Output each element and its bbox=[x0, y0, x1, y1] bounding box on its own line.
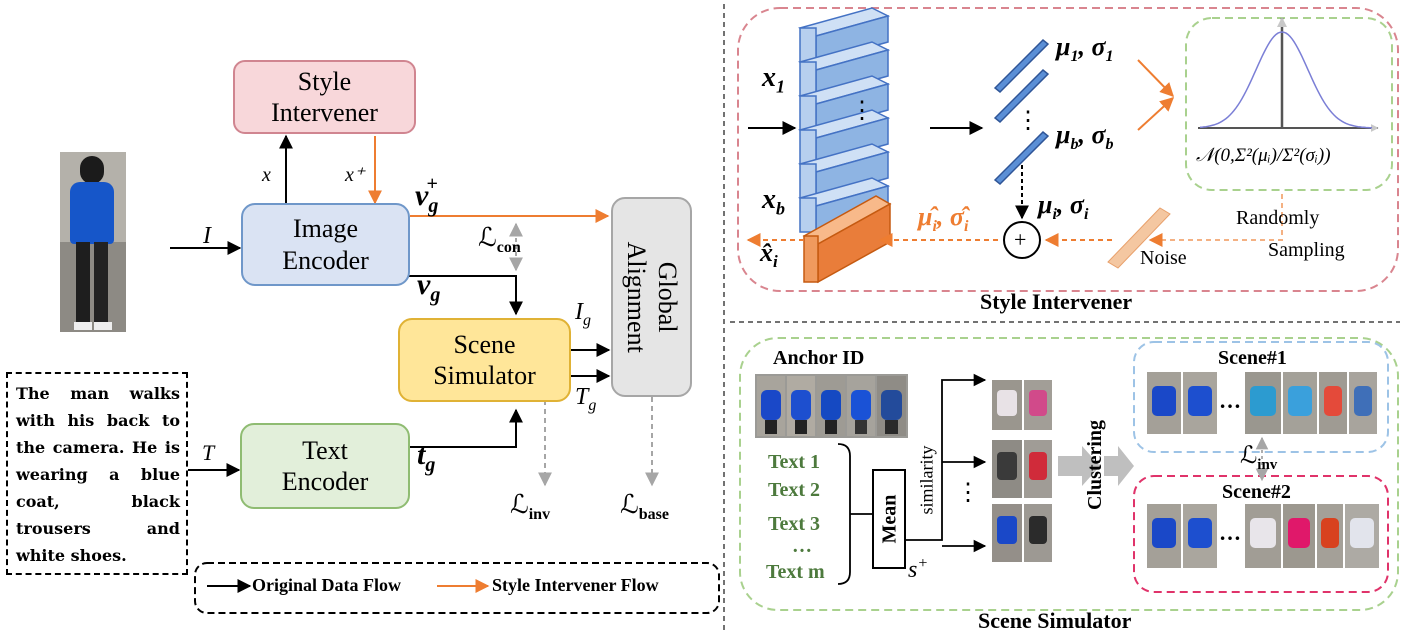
randomly-label: Randomly bbox=[1236, 207, 1320, 229]
image-encoder-line2: Encoder bbox=[282, 245, 369, 275]
label-vg-plus: vg+ bbox=[415, 173, 439, 217]
label-mu1-sigma1: μ1, σ1 bbox=[1056, 32, 1114, 66]
text-1-label: Text 1 bbox=[768, 451, 821, 473]
noise-label: Noise bbox=[1140, 247, 1187, 269]
gaussian-formula: 𝒩(0,Σ²(μᵢ)/Σ²(σᵢ)) bbox=[1196, 145, 1331, 166]
feature-stack bbox=[797, 7, 891, 233]
image-encoder-box: Image Encoder bbox=[241, 203, 410, 286]
scene-arrows bbox=[837, 373, 1269, 585]
style-panel-title: Style Intervener bbox=[980, 289, 1133, 314]
scene2-label: Scene#2 bbox=[1222, 481, 1291, 503]
label-mui-sigmai: μi, σi bbox=[1038, 190, 1089, 224]
scene-L-inv: ℒinv bbox=[1240, 443, 1278, 473]
global-alignment-line2: Alignment bbox=[621, 241, 651, 353]
gaussian-border bbox=[1185, 17, 1393, 191]
label-Tg: Tg bbox=[575, 384, 597, 414]
label-x: x bbox=[262, 164, 271, 186]
text-2-label: Text 2 bbox=[768, 479, 821, 501]
query-image bbox=[60, 152, 126, 332]
gaussian-plot bbox=[1198, 17, 1379, 132]
label-x1: x1 bbox=[762, 62, 785, 97]
legend-original-label: Original Data Flow bbox=[252, 575, 401, 595]
label-I: I bbox=[203, 223, 211, 249]
label-vg: vg bbox=[417, 268, 441, 306]
label-L-inv: ℒinv bbox=[510, 490, 551, 524]
candidate-dots: ⋮ bbox=[956, 478, 980, 506]
scene1-border bbox=[1133, 341, 1389, 453]
text-encoder-box: Text Encoder bbox=[240, 423, 410, 509]
scene2-ellipsis: … bbox=[1219, 520, 1241, 545]
label-xhat: x̂i bbox=[760, 238, 778, 272]
label-L-base: ℒbase bbox=[620, 490, 669, 524]
label-mub-sigmab: μb, σb bbox=[1056, 120, 1114, 154]
stat-dots: ⋮ bbox=[1016, 106, 1040, 134]
text-encoder-line1: Text bbox=[302, 435, 348, 465]
label-Ig: Ig bbox=[575, 299, 591, 329]
legend-style-label: Style Intervener Flow bbox=[492, 575, 659, 595]
mean-box-label: Mean bbox=[878, 494, 901, 544]
stat-bars bbox=[993, 38, 1050, 186]
scene-simulator-line2: Simulator bbox=[433, 361, 536, 390]
global-alignment-line1: Global bbox=[652, 261, 682, 333]
style-panel-border bbox=[737, 7, 1399, 292]
style-intervener-line1: Style bbox=[297, 66, 352, 96]
text-encoder-line2: Encoder bbox=[281, 467, 369, 496]
add-operator bbox=[1003, 221, 1041, 259]
scene1-ellipsis: … bbox=[1219, 388, 1241, 413]
label-muhat-sigmahat: μ̂i, σ̂i bbox=[918, 202, 969, 236]
clustering-label: Clustering bbox=[1084, 420, 1106, 510]
scene1-label: Scene#1 bbox=[1218, 347, 1287, 369]
text-ellipsis-label: … bbox=[792, 535, 812, 557]
label-tg: tg bbox=[417, 438, 436, 476]
image-encoder-line1: Image bbox=[293, 214, 358, 244]
sampling-label: Sampling bbox=[1268, 239, 1345, 261]
plus-sign: + bbox=[1014, 227, 1027, 252]
anchor-id-label: Anchor ID bbox=[773, 347, 865, 369]
global-alignment-text: Global Alignment bbox=[620, 241, 682, 352]
scene-simulator-line1: Scene bbox=[453, 329, 516, 359]
left-flow-arrows bbox=[170, 134, 659, 487]
legend bbox=[194, 562, 720, 614]
stylized-feature-bar bbox=[802, 195, 892, 284]
clustering-arrows bbox=[1058, 446, 1134, 486]
label-L-con: ℒcon bbox=[478, 223, 521, 257]
noise-bar bbox=[1107, 207, 1171, 269]
label-x-plus: x⁺ bbox=[345, 164, 365, 186]
stack-dots: ⋮ bbox=[850, 96, 874, 124]
global-alignment-box: Global Alignment bbox=[611, 197, 692, 397]
text-m-label: Text m bbox=[766, 561, 825, 583]
style-intervener-box: Style Intervener bbox=[233, 60, 416, 134]
style-intervener-line2: Intervener bbox=[271, 98, 378, 127]
label-xb: xb bbox=[762, 184, 785, 219]
similarity-label: similarity bbox=[916, 445, 936, 515]
scene-simulator-box: Scene Simulator bbox=[398, 318, 571, 402]
label-T: T bbox=[202, 440, 215, 465]
text-3-label: Text 3 bbox=[768, 513, 821, 535]
scene-panel-border bbox=[739, 337, 1399, 611]
text-description: The man walks with his back to the camer… bbox=[6, 372, 188, 575]
s-plus-label: s+ bbox=[908, 555, 929, 583]
style-arrows bbox=[746, 59, 1283, 247]
scene-panel-title: Scene Simulator bbox=[978, 608, 1132, 633]
anchor-images bbox=[755, 374, 908, 438]
